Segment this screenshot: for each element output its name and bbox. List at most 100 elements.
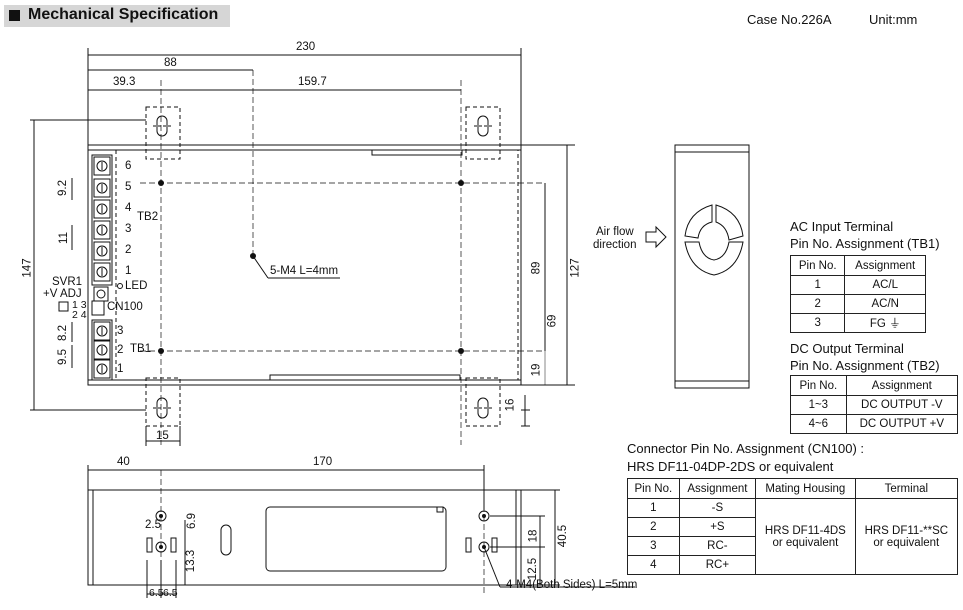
dim-9-2: 9.2 (57, 180, 69, 196)
tb1-pin: 1 (117, 363, 124, 375)
side-view (645, 144, 750, 389)
tab-top-right (465, 106, 501, 160)
svr-knob-icon (93, 286, 109, 302)
table-header: Pin No. (627, 478, 680, 499)
tab-slot-icon (156, 115, 168, 137)
tab-top-left (145, 106, 181, 160)
dim-8-2: 8.2 (57, 325, 69, 341)
svr-adj-label: +V ADJ (43, 288, 82, 300)
led-icon (117, 283, 123, 289)
dim-16: 16 (504, 398, 517, 412)
dim-18: 18 (527, 529, 540, 543)
bottom-view (87, 465, 635, 598)
table-header-row: Pin No. Assignment Mating Housing Termin… (627, 478, 959, 499)
dim-12-5: 12.5 (527, 557, 540, 581)
table-cell: DC OUTPUT +V (845, 414, 959, 434)
dim-230: 230 (296, 41, 316, 53)
tb2-pin: 5 (125, 181, 132, 193)
table-row: 4~6 DC OUTPUT +V (790, 414, 959, 434)
airflow-direction-label: direction (593, 239, 637, 251)
dc-output-table: Pin No. Assignment 1~3 DC OUTPUT -V 4~6 … (790, 375, 959, 434)
tab-bottom-left (145, 377, 181, 427)
led-label: LED (125, 280, 148, 292)
dim-39-3: 39.3 (113, 76, 136, 88)
tb1-block (91, 319, 113, 381)
terminal-cell: HRS DF11-**SC or equivalent (854, 498, 959, 575)
terminal-line2: or equivalent (873, 536, 940, 549)
table-cell: 4 (627, 555, 680, 575)
table-cell: +S (678, 517, 757, 537)
cn-table-title: Connector Pin No. Assignment (CN100) : (627, 441, 864, 456)
table-row: 2 +S (627, 517, 958, 537)
tb2-pin: 4 (125, 202, 132, 214)
table-cell: -S (678, 498, 757, 518)
dim-170: 170 (313, 456, 333, 468)
dim-19: 19 (530, 363, 543, 377)
cn100-connector (91, 300, 105, 316)
table-row: 1 AC/L (789, 275, 926, 295)
table-cell: 1 (789, 275, 846, 295)
mating-housing-line2: or equivalent (772, 536, 839, 549)
dc-table-subtitle: Pin No. Assignment (TB2) (790, 358, 940, 373)
page-title: Mechanical Specification (28, 6, 219, 23)
unit-label: Unit:mm (869, 12, 918, 27)
cn100-label: CN100 (107, 301, 143, 313)
tb2-pin: 1 (125, 265, 132, 277)
side-view-body (674, 144, 750, 389)
table-header: Terminal (854, 478, 959, 499)
table-row: 1~3 DC OUTPUT -V (790, 395, 959, 415)
bottom-slot-icon (220, 524, 232, 556)
bottom-screw-note: 4-M4(Both Sides) L=5mm (506, 579, 638, 591)
table-cell: RC+ (678, 555, 757, 575)
table-header: Assignment (845, 375, 959, 396)
cn-table-subtitle: HRS DF11-04DP-2DS or equivalent (627, 459, 834, 474)
terminal-line1: HRS DF11-**SC (864, 524, 949, 537)
table-header-row: Pin No. Assignment (790, 375, 959, 396)
tb1-label: TB1 (130, 343, 152, 355)
top-view (30, 48, 575, 446)
dim-15: 15 (156, 430, 169, 442)
table-header-row: Pin No. Assignment (789, 255, 926, 276)
dim-6-9: 6.9 (186, 513, 198, 529)
tb2-pin: 6 (125, 160, 132, 172)
table-cell: 2 (789, 294, 846, 314)
bottom-slot (269, 374, 461, 381)
tb2-block (91, 154, 113, 286)
table-row: 4 RC+ (627, 555, 958, 575)
dim-89: 89 (530, 261, 543, 275)
table-header: Assignment (678, 478, 757, 499)
dc-table-title: DC Output Terminal (790, 341, 904, 356)
table-header: Pin No. (789, 255, 846, 276)
dim-147: 147 (21, 258, 34, 278)
title-bar (4, 5, 230, 27)
airflow-arrow-icon (645, 225, 667, 249)
table-cell: 1 (627, 498, 680, 518)
dim-6-5b: 6.5 (163, 587, 178, 599)
dim-69: 69 (546, 314, 559, 328)
table-row: 1 -S HRS DF11-4DS or equivalent HRS DF11… (627, 498, 959, 575)
tb2-label: TB2 (137, 211, 159, 223)
table-row: 3 FG ⏚ (789, 313, 926, 333)
tab-slot-icon (477, 115, 489, 137)
table-row: 3 RC- (627, 536, 958, 556)
fan-icon (684, 204, 744, 276)
dim-11: 11 (57, 232, 70, 244)
tb2-pin: 2 (125, 244, 132, 256)
cn100-pins-bottom: 2 4 (72, 309, 87, 321)
svr-label: SVR1 (52, 276, 83, 288)
dim-9-5: 9.5 (57, 349, 69, 365)
ac-table-subtitle: Pin No. Assignment (TB1) (790, 236, 940, 251)
tb1-pin: 3 (117, 325, 124, 337)
cn100-pins-top: 1 3 (72, 299, 87, 311)
top-slot (371, 149, 463, 156)
table-cell: 4~6 (790, 414, 847, 434)
airflow-label: Air flow (596, 226, 634, 238)
dim-40-5: 40.5 (557, 524, 570, 548)
dim-13-3: 13.3 (185, 549, 198, 573)
table-cell: AC/N (844, 294, 926, 314)
cn100-table: Pin No. Assignment Mating Housing Termin… (627, 478, 959, 575)
tab-slot-icon (477, 397, 489, 419)
table-cell: AC/L (844, 275, 926, 295)
table-cell: FG ⏚ (844, 313, 926, 333)
